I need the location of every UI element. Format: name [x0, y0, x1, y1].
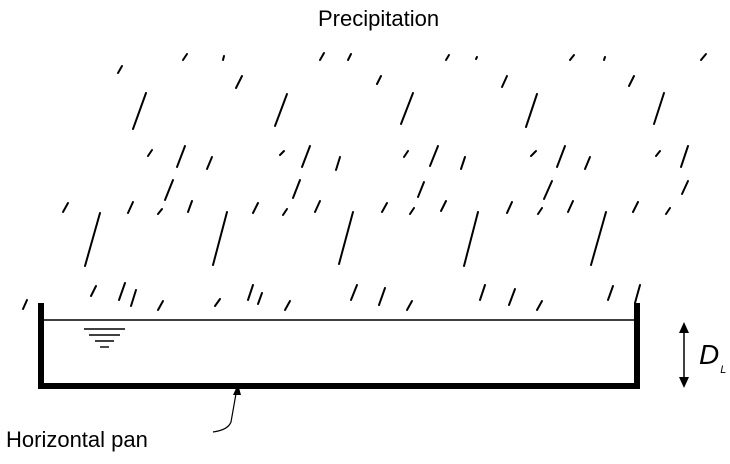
raindrop-streak — [556, 145, 566, 168]
raindrop-streak — [680, 145, 689, 168]
raindrop-streak — [440, 200, 447, 212]
raindrop-streak — [406, 300, 413, 311]
raindrop-streak — [176, 145, 186, 168]
raindrop-streak — [700, 53, 707, 61]
raindrop-streak — [381, 202, 388, 213]
raindrop-streak — [378, 287, 386, 306]
depth-subscript: L — [720, 364, 727, 376]
raindrop-streak — [590, 211, 607, 266]
raindrop-streak — [632, 201, 639, 213]
raindrop-streak — [537, 207, 543, 215]
raindrop-streak — [292, 179, 301, 199]
raindrop-streak — [274, 93, 288, 127]
raindrop-streak — [409, 207, 415, 215]
pan-label: Horizontal pan — [6, 427, 148, 452]
raindrop-streak — [417, 181, 425, 198]
raindrop-streak — [147, 149, 153, 157]
raindrop-streak — [338, 211, 354, 265]
raindrop-streak — [350, 284, 358, 301]
raindrop-streak — [62, 202, 69, 213]
raindrop-streak — [252, 202, 259, 214]
raindrop-streak — [530, 150, 537, 157]
water-level-symbol — [84, 328, 125, 348]
raindrop-streak — [681, 180, 689, 195]
raindrop-streak — [222, 55, 225, 61]
depth-arrow — [679, 322, 689, 388]
raindrop-streak — [127, 201, 134, 214]
raindrop-streak — [567, 200, 574, 213]
pan-outline — [38, 303, 640, 389]
raindrop-streak — [118, 282, 126, 301]
raindrop-streak — [284, 300, 291, 311]
raindrop-streak — [536, 300, 543, 311]
raindrop-streak — [214, 298, 221, 307]
raindrop-streak — [314, 200, 321, 213]
raindrop-streak — [279, 150, 285, 156]
raindrop-streak — [525, 93, 538, 128]
raindrop-streak — [157, 300, 164, 311]
pan-leader-arrowhead — [233, 384, 241, 395]
raindrop-streak — [475, 56, 478, 60]
raindrop-streak — [130, 289, 137, 307]
raindrop-streak — [543, 180, 553, 200]
raindrop-streak — [429, 145, 439, 167]
raindrop-streak — [400, 92, 414, 125]
raindrop-streak — [235, 75, 243, 89]
horizontal-pan — [38, 303, 640, 389]
raindrop-streak — [506, 201, 513, 214]
raindrop-streak — [479, 284, 486, 301]
raindrop-streak — [445, 54, 450, 61]
raindrop-streak — [247, 284, 254, 301]
raindrop-streak — [164, 179, 174, 201]
raindrop-streak — [584, 156, 591, 170]
raindrop-streak — [460, 156, 466, 170]
raindrop-streak — [463, 211, 479, 267]
raindrop-streak — [90, 285, 97, 297]
diagram-title: Precipitation — [318, 6, 440, 31]
raindrop-streak — [301, 145, 311, 168]
raindrop-streak — [569, 54, 575, 61]
raindrop-streak — [117, 65, 123, 74]
raindrop-streak — [335, 156, 341, 171]
raindrop-streak — [187, 200, 193, 213]
raindrop-streak — [319, 52, 325, 61]
raindrop-streak — [257, 292, 263, 305]
raindrop-streak — [212, 211, 228, 266]
pan-label-leader — [212, 387, 238, 433]
raindrop-streak — [634, 284, 641, 304]
raindrop-streak — [628, 75, 635, 87]
raindrop-streak — [607, 285, 614, 301]
raindrop-streak — [157, 208, 163, 215]
raindrop-streak — [603, 56, 606, 61]
raindrop-streak — [282, 208, 288, 216]
raindrop-streak — [206, 156, 213, 170]
raindrop-streak — [665, 207, 671, 215]
raindrop-streak — [508, 288, 516, 306]
raindrop-streak — [84, 212, 101, 267]
raindrop-streak — [376, 75, 382, 85]
raindrop-streak — [655, 150, 661, 157]
raindrop-streaks — [22, 52, 707, 311]
raindrop-streak — [347, 53, 352, 61]
raindrop-streak — [182, 53, 188, 61]
raindrop-streak — [22, 299, 28, 310]
raindrop-streak — [501, 75, 508, 88]
raindrop-streak — [403, 150, 409, 158]
depth-symbol: D — [699, 339, 720, 370]
depth-label: DL — [699, 339, 726, 376]
raindrop-streak — [653, 92, 665, 125]
raindrop-streak — [132, 92, 147, 130]
